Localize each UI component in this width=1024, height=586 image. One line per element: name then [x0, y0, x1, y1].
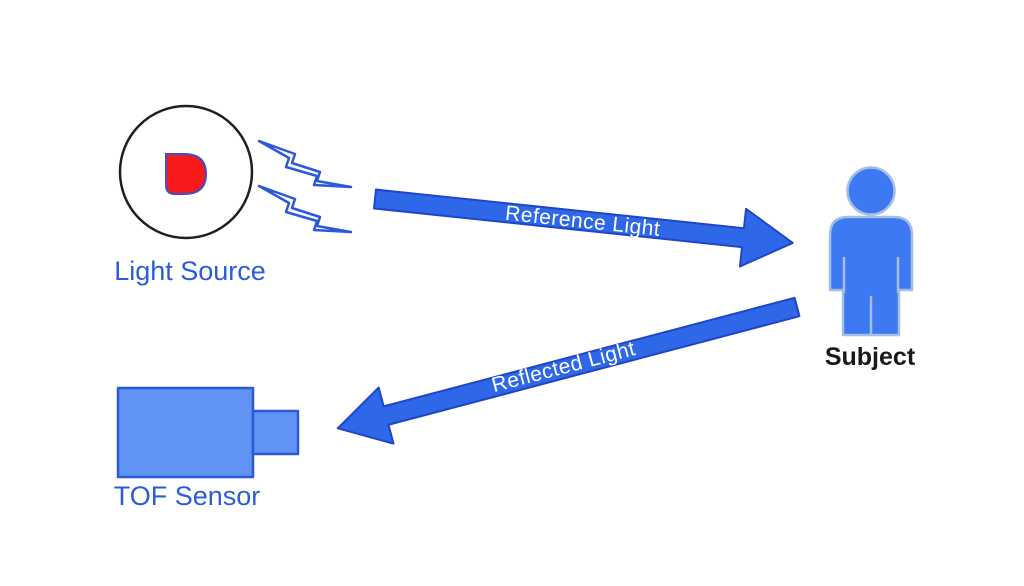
lightning-bolt-icon — [257, 184, 353, 234]
tof-sensor-label: TOF Sensor — [114, 481, 261, 511]
lightning-bolt-icon — [257, 139, 353, 189]
person-head-icon — [846, 166, 896, 216]
subject-label: Subject — [825, 343, 916, 371]
person-limb-lines — [842, 256, 900, 336]
reflected-light-label: Reflected Light — [489, 337, 638, 397]
reference-light-arrow: Reference Light — [373, 188, 794, 268]
lightning-bolt-shape — [257, 139, 353, 189]
light-source-group: Light Source — [114, 104, 353, 286]
camera-body-icon — [116, 386, 255, 479]
tof-sensor-group: TOF Sensor — [114, 386, 300, 511]
led-icon — [165, 153, 208, 195]
reference-light-arrow-shape — [373, 188, 794, 268]
light-source-label: Light Source — [114, 256, 266, 286]
reflected-light-arrow-shape — [336, 296, 801, 445]
lightning-bolt-shape — [257, 184, 353, 234]
subject-group: Subject — [825, 166, 916, 371]
reflected-light-arrow: Reflected Light — [336, 296, 801, 445]
reference-light-label: Reference Light — [504, 202, 661, 241]
person-body-icon — [828, 215, 914, 337]
camera-lens-icon — [251, 409, 300, 456]
